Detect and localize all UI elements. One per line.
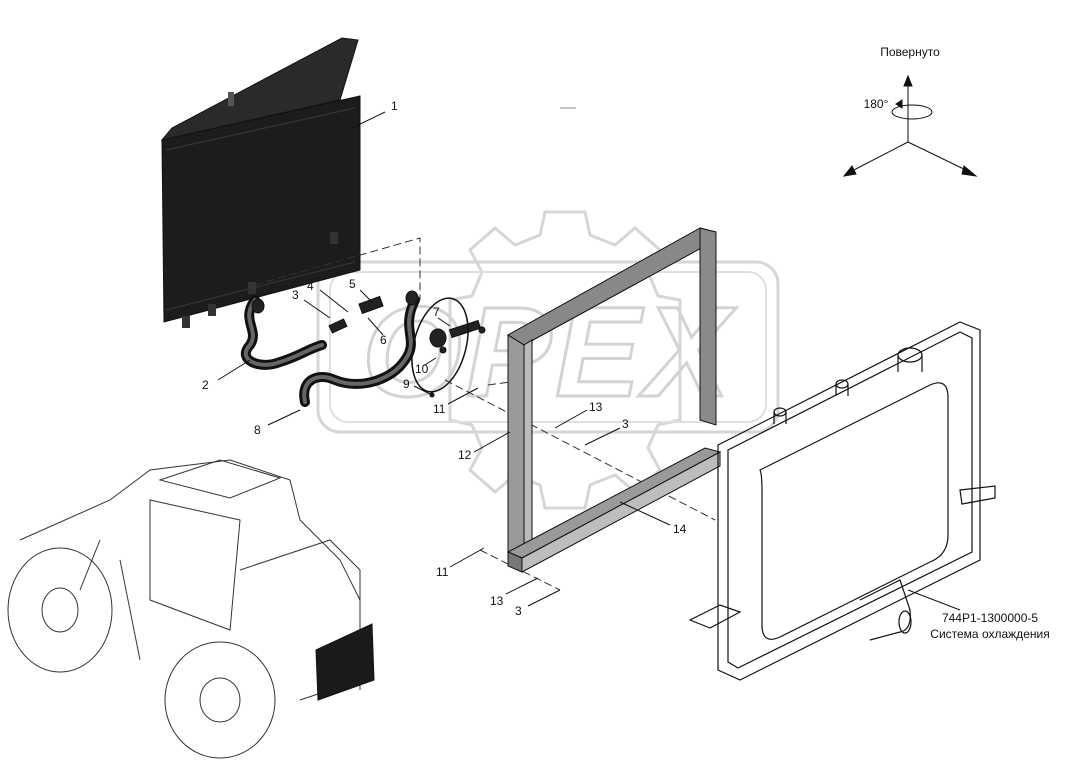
fittings-group — [251, 290, 486, 398]
callout-12: 12 — [458, 448, 472, 462]
seal-ring — [411, 297, 469, 393]
callout-2: 2 — [202, 378, 209, 392]
assembly-name: Система охлаждения — [930, 627, 1049, 641]
loader-vehicle — [7, 459, 361, 759]
frame-bracket-part-12 — [507, 227, 717, 561]
callout-13b: 13 — [490, 594, 504, 608]
callout-1: 1 — [391, 99, 398, 113]
lower-bar-part-14 — [506, 447, 722, 573]
rotation-indicator — [842, 74, 978, 177]
callout-9: 9 — [403, 377, 410, 391]
callout-11a: 11 — [433, 402, 446, 416]
callout-3b: 3 — [622, 417, 629, 431]
assembly-code: 744P1-1300000-5 — [942, 611, 1038, 625]
callout-11b: 11 — [436, 565, 449, 579]
callout-7: 7 — [433, 305, 440, 319]
cooling-system-frame — [688, 321, 996, 681]
callout-5: 5 — [349, 277, 356, 291]
watermark-text: OPEX — [362, 281, 736, 424]
callout-3a: 3 — [292, 288, 299, 302]
callout-13a: 13 — [589, 400, 603, 414]
leader-lines — [217, 111, 961, 611]
callout-14: 14 — [673, 522, 687, 536]
callout-8: 8 — [254, 423, 261, 437]
orientation-label: Повернуто — [880, 45, 940, 59]
watermark-logo: OPEX — [316, 210, 780, 510]
radiator-core-part — [160, 37, 361, 328]
callout-4: 4 — [307, 279, 314, 293]
loader-radiator-highlight — [315, 623, 375, 701]
callout-3c: 3 — [515, 604, 522, 618]
callout-10: 10 — [415, 362, 429, 376]
rotation-angle: 180° — [864, 97, 889, 111]
callout-6: 6 — [380, 333, 387, 347]
